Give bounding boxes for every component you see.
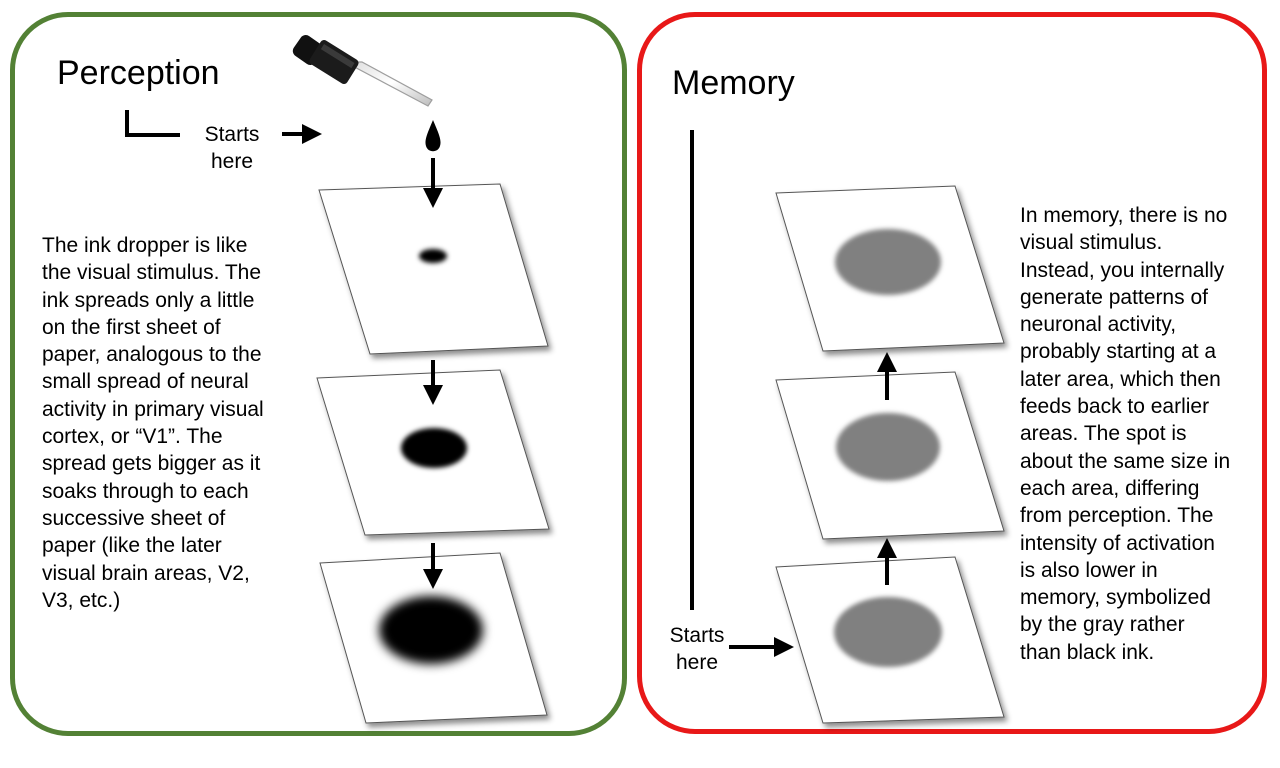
perception-description-line: ink spreads only a little — [42, 288, 255, 312]
perception-ink-spot-3 — [379, 596, 483, 664]
perception-title: Perception — [57, 54, 220, 92]
memory-title: Memory — [672, 64, 795, 102]
memory-ink-spot-2 — [836, 413, 940, 481]
perception-description-line: The ink dropper is like — [42, 234, 248, 257]
perception-description-line: soaks through to each — [42, 479, 249, 503]
memory-ink-spot-3 — [834, 597, 942, 667]
memory-description-line: generate patterns of — [1020, 285, 1208, 309]
memory-description-line: In memory, there is no — [1020, 204, 1228, 227]
perception-bracket-line — [125, 110, 180, 137]
memory-start-label-line2: here — [675, 651, 719, 674]
memory-description-line: by the gray rather — [1020, 613, 1185, 637]
memory-description: In memory, there is no visual stimulus. … — [1020, 202, 1255, 666]
perception-description-line: V3, etc.) — [42, 588, 121, 612]
memory-description-line: neuronal activity, — [1020, 313, 1177, 337]
perception-description-line: the visual stimulus. The — [42, 261, 262, 285]
memory-description-line: areas. The spot is — [1020, 422, 1187, 446]
memory-description-line: later area, which then — [1020, 367, 1221, 391]
perception-description-line: cortex, or “V1”. The — [42, 425, 223, 449]
perception-description-line: small spread of neural — [42, 370, 249, 394]
memory-description-line: memory, symbolized — [1020, 586, 1211, 610]
memory-description-line: visual stimulus. — [1020, 231, 1163, 255]
perception-description-line: visual brain areas, V2, — [42, 561, 250, 585]
perception-description-line: activity in primary visual — [42, 397, 264, 421]
memory-description-line: from perception. The — [1020, 504, 1214, 528]
memory-description-line: intensity of activation — [1020, 531, 1215, 555]
memory-description-line: is also lower in — [1020, 558, 1158, 582]
perception-sheet-1 — [318, 183, 549, 355]
memory-description-line: about the same size in — [1020, 449, 1231, 473]
memory-description-line: than black ink. — [1020, 640, 1155, 664]
perception-description: The ink dropper is like the visual stimu… — [42, 232, 307, 614]
memory-ink-spot-1 — [835, 229, 941, 295]
memory-description-line: feeds back to earlier — [1020, 395, 1210, 419]
memory-start-label: Starts here — [657, 622, 737, 676]
perception-description-line: paper (like the later — [42, 534, 222, 558]
perception-description-line: successive sheet of — [42, 506, 226, 530]
perception-ink-spot-2 — [401, 428, 467, 468]
memory-description-line: probably starting at a — [1020, 340, 1217, 364]
perception-description-line: paper, analogous to the — [42, 343, 262, 367]
memory-description-line: Instead, you internally — [1020, 258, 1225, 282]
perception-start-label-line1: Starts — [204, 123, 260, 146]
ink-drop-icon — [425, 120, 441, 152]
memory-start-label-line1: Starts — [669, 624, 725, 647]
perception-description-line: spread gets bigger as it — [42, 452, 261, 476]
memory-description-line: each area, differing — [1020, 476, 1200, 500]
perception-start-label-line2: here — [210, 150, 254, 173]
ink-dropper-icon — [292, 35, 433, 107]
perception-description-line: on the first sheet of — [42, 315, 221, 339]
perception-start-label: Starts here — [192, 121, 272, 175]
perception-ink-spot-1 — [419, 249, 447, 263]
